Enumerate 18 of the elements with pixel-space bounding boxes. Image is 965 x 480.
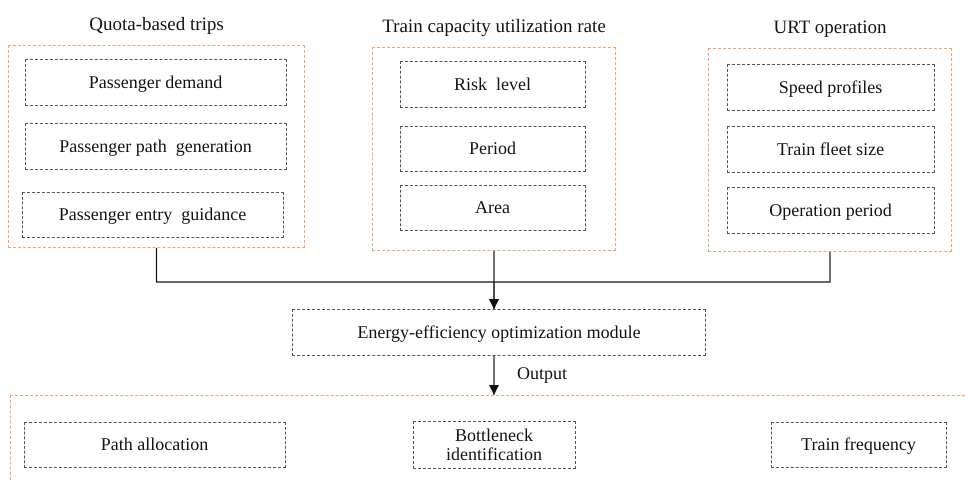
- process-box: Speed profiles: [726, 64, 934, 110]
- process-box: Operation period: [726, 186, 934, 234]
- process-box: Path allocation: [24, 422, 286, 468]
- process-box: Energy-efficiency optimization module: [292, 309, 706, 356]
- process-box: Passenger demand: [24, 58, 286, 106]
- process-box: Period: [400, 126, 586, 172]
- process-box: Bottleneck identification: [412, 420, 576, 468]
- process-box: Area: [400, 184, 586, 230]
- process-box: Passenger entry guidance: [22, 192, 284, 238]
- process-box: Risk level: [400, 60, 586, 108]
- group-heading: URT operation: [773, 16, 887, 40]
- group-heading: Train capacity utilization rate: [382, 15, 606, 39]
- process-box: Train fleet size: [726, 126, 934, 172]
- group-heading: Quota-based trips: [89, 13, 224, 37]
- connector-arrow: [489, 252, 831, 309]
- process-box: Passenger path generation: [24, 122, 286, 170]
- connector-arrow: [489, 356, 499, 395]
- process-box: Train frequency: [770, 422, 946, 468]
